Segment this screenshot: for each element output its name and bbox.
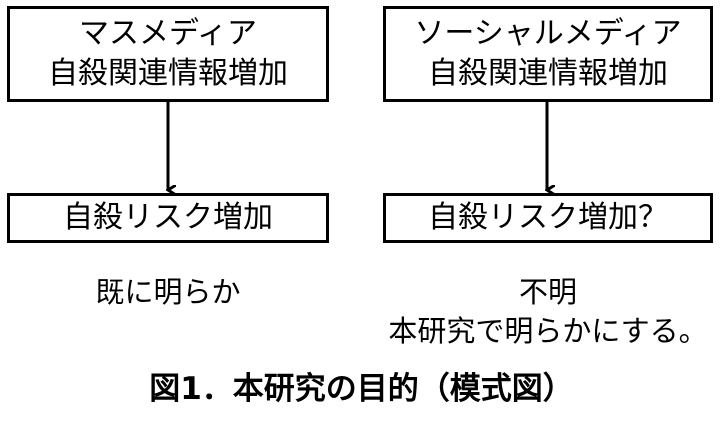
social-media-label: ソーシャルメディア — [414, 16, 682, 51]
left-suicide-risk-label: 自殺リスク増加 — [63, 200, 273, 235]
left-suicide-risk-box: 自殺リスク増加 — [7, 193, 329, 243]
left-note: 既に明らか — [95, 275, 241, 309]
mass-media-box: マスメディア 自殺関連情報増加 — [7, 6, 329, 102]
social-media-info-label: 自殺関連情報増加 — [428, 56, 668, 91]
right-note-unknown: 不明 — [518, 275, 577, 309]
figure-caption: 図1．本研究の目的（模式図） — [149, 371, 574, 407]
mass-media-label: マスメディア — [79, 16, 257, 51]
mass-media-info-label: 自殺関連情報増加 — [48, 56, 288, 91]
right-suicide-risk-label: 自殺リスク増加？ — [428, 200, 668, 235]
right-suicide-risk-box: 自殺リスク増加？ — [383, 193, 713, 243]
social-media-box: ソーシャルメディア 自殺関連情報増加 — [383, 6, 713, 102]
right-note-study: 本研究で明らかにする。 — [388, 314, 708, 348]
